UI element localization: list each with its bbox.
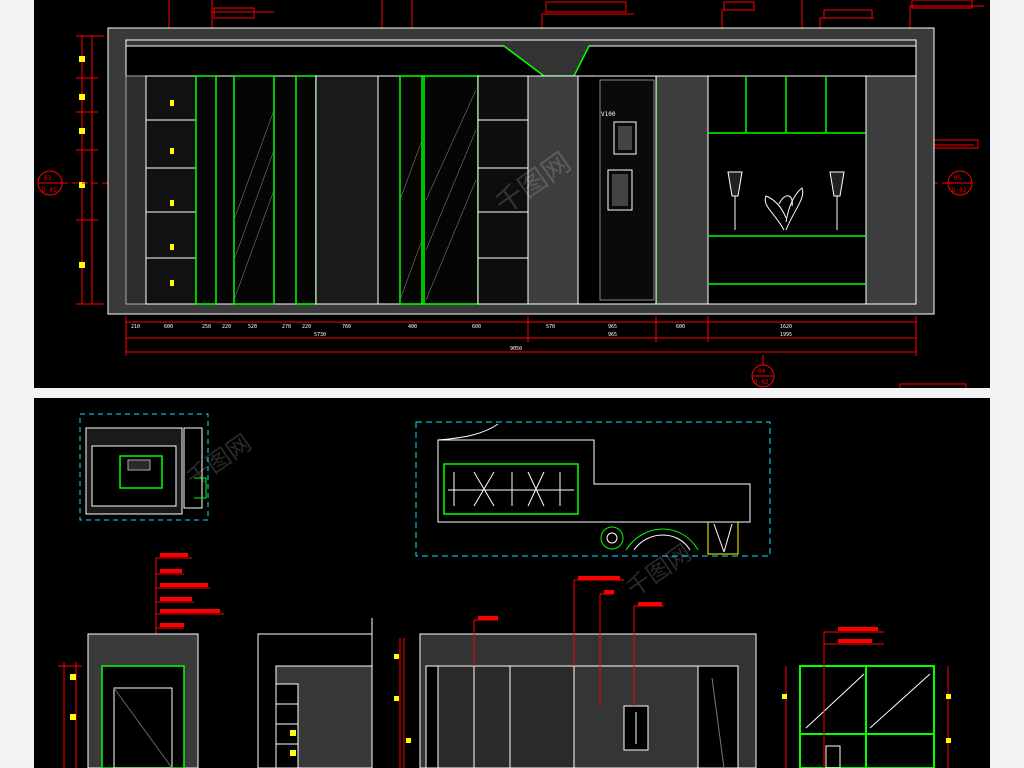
bottom-marker-ref: D-02: [754, 379, 769, 386]
title-block-edge: [899, 383, 967, 388]
door-opening: [577, 75, 657, 305]
dim-subtotal-right: 1995: [780, 332, 792, 338]
elevation-feature-wall: [394, 576, 757, 768]
central-panel-wall: [170, 75, 479, 305]
section-marker-bottom: [751, 364, 775, 388]
elevation-glass-cabinet: [782, 627, 951, 768]
bottom-dim-segment-labels: 210 600 250 220 520 270 220 760 400 600 …: [131, 324, 792, 352]
dim-subtotal-left: 5730: [314, 332, 326, 338]
right-marker-ref: D-02: [952, 187, 967, 194]
bottom-details-drawing: 千图网 千图网: [34, 398, 990, 768]
left-marker-code: 03: [44, 175, 52, 182]
section-marker-right: [947, 170, 973, 196]
watermark-bottom-left: 千图网: [181, 429, 256, 493]
dim-total: 9050: [510, 346, 522, 352]
dim-seg-10: 600: [472, 324, 481, 330]
dim-subtotal-mid: 965: [608, 332, 617, 338]
dim-seg-14: 1620: [780, 324, 792, 330]
dim-seg-11: 570: [546, 324, 555, 330]
dim-seg-1: 210: [131, 324, 140, 330]
door-tag-code: V100: [601, 111, 616, 118]
dim-seg-2: 600: [164, 324, 173, 330]
dim-seg-6: 270: [282, 324, 291, 330]
left-dim-ticks: [79, 56, 85, 268]
left-marker-ref: D-01: [42, 187, 57, 194]
left-vertical-dims: [76, 35, 104, 305]
left-shelf-column: [125, 75, 197, 305]
right-marker-code: 05: [954, 175, 962, 182]
notes-left: [155, 553, 224, 658]
dim-seg-3: 250: [202, 324, 211, 330]
watermark-bottom-mid: 千图网: [621, 539, 696, 603]
bottom-dimension-lines: [125, 316, 917, 372]
central-right-shelves: [477, 75, 529, 305]
elevation-door-frame: [58, 633, 199, 768]
bottom-marker-code: 04: [758, 368, 766, 375]
dim-seg-4: 220: [222, 324, 231, 330]
dim-seg-12: 965: [608, 324, 617, 330]
top-elevation-svg: 03 D-01 05 D-02: [37, 0, 984, 388]
elevation-stone-wall: [257, 618, 373, 768]
dim-seg-8: 760: [342, 324, 351, 330]
sink-plan-detail: [79, 413, 209, 521]
dim-seg-5: 520: [248, 324, 257, 330]
display-cabinet: [707, 75, 867, 305]
bottom-details-svg: 千图网 千图网: [58, 413, 951, 768]
dim-seg-7: 220: [302, 324, 311, 330]
dim-seg-13: 600: [676, 324, 685, 330]
top-elevation-drawing: 03 D-01 05 D-02: [34, 0, 990, 388]
plan-view-detail: [415, 421, 771, 557]
dim-seg-9: 400: [408, 324, 417, 330]
stone-cladding-section: [527, 75, 917, 305]
